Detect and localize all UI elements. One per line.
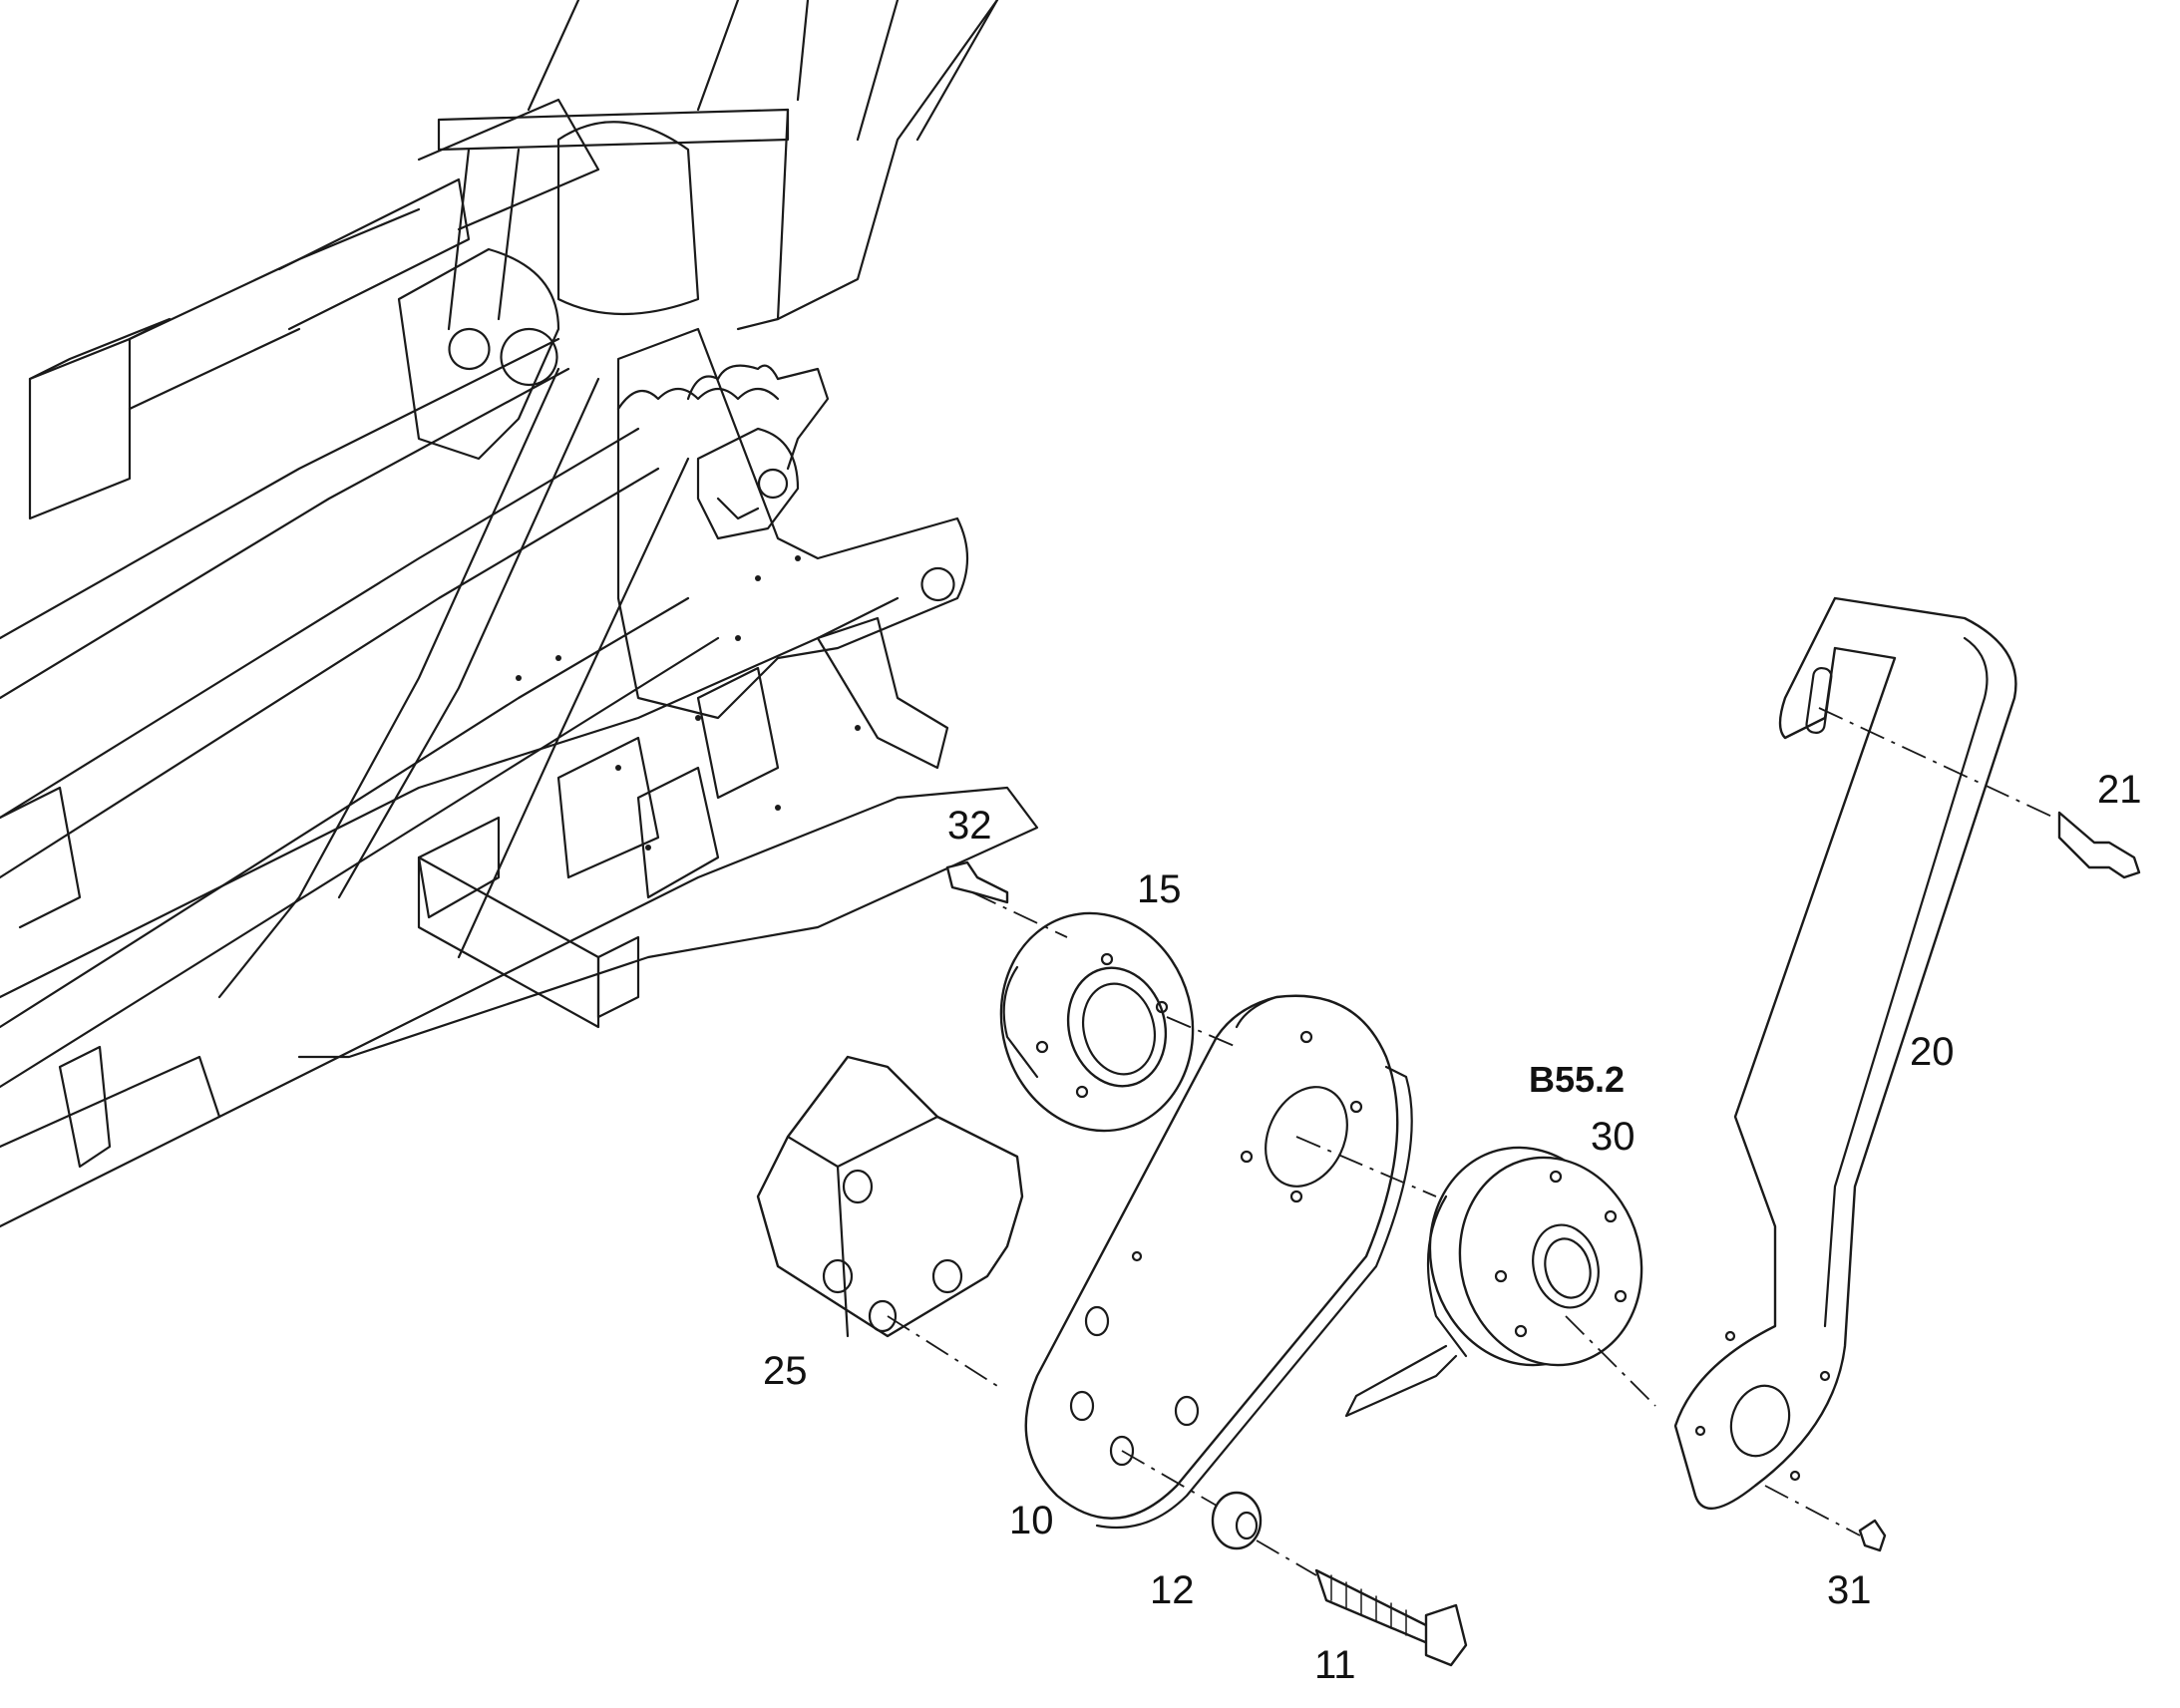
callout-30: 30 xyxy=(1591,1115,1635,1159)
machine-frame xyxy=(0,0,1039,1228)
callout-12: 12 xyxy=(1150,1568,1195,1612)
part-32-screw xyxy=(945,860,1009,904)
part-11-hex-bolt xyxy=(1314,1568,1468,1667)
callout-21: 21 xyxy=(2097,768,2142,812)
part-12-washer xyxy=(1211,1491,1263,1550)
part-10-mounting-plate xyxy=(1024,994,1413,1530)
callout-32: 32 xyxy=(947,804,992,848)
part-21-bolt xyxy=(2057,811,2141,879)
installed-sensor-assembly xyxy=(616,364,830,540)
part-31-screw xyxy=(1858,1519,1887,1552)
callout-11: 11 xyxy=(1314,1643,1356,1687)
callout-20: 20 xyxy=(1910,1030,1955,1074)
callout-15: 15 xyxy=(1137,867,1182,911)
part-15-flange-bearing xyxy=(999,911,1195,1133)
callout-31: 31 xyxy=(1827,1568,1872,1612)
part-25-cover-block xyxy=(756,1055,1024,1338)
assembly-axes xyxy=(887,707,2055,1576)
callout-25: 25 xyxy=(763,1349,808,1393)
part-20-bracket-arm xyxy=(1673,596,2017,1510)
callout-B55-2: B55.2 xyxy=(1529,1059,1626,1100)
callout-10: 10 xyxy=(1009,1499,1054,1542)
part-30-encoder xyxy=(1344,1146,1643,1418)
